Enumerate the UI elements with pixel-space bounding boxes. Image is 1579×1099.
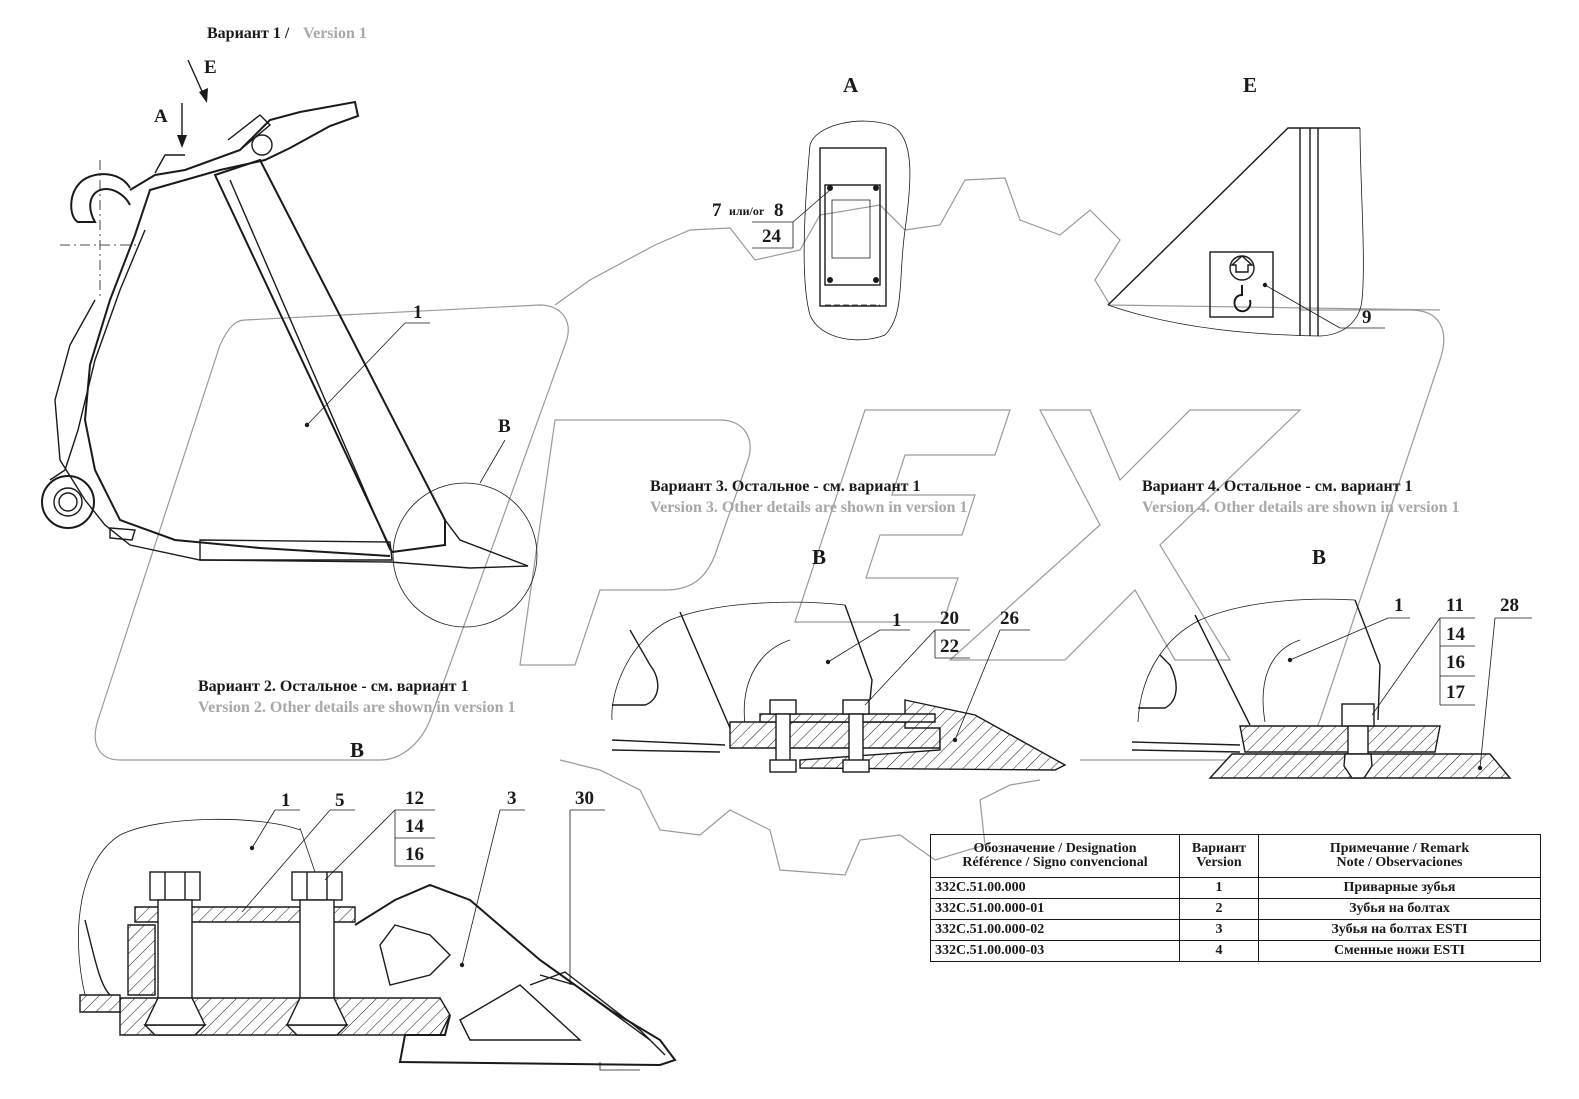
view-title-b-v2: В	[350, 738, 364, 762]
header-designation: Обозначение / Designation Référence / Si…	[930, 834, 1180, 878]
cell-designation: 332С.51.00.000-02	[930, 919, 1180, 941]
table-row: 332С.51.00.000-02 3 Зубья на болтах ESTI	[930, 919, 1541, 941]
circle-label-b: В	[498, 416, 511, 437]
cell-remark: Приварные зубья	[1258, 877, 1541, 899]
callout-numbers: 1 7 или/or 8 24 9 1 5 12 14 16 3 30 1 20…	[281, 200, 1519, 865]
version-4-detail	[1131, 598, 1532, 779]
caption-v1-en: Version 1	[303, 25, 367, 42]
table-header-row: Обозначение / Designation Référence / Si…	[930, 834, 1541, 878]
caption-v3-en: Version 3. Other details are shown in ve…	[650, 499, 968, 516]
table-row: 332С.51.00.000 1 Приварные зубья	[930, 877, 1541, 899]
cell-designation: 332С.51.00.000-03	[930, 940, 1180, 962]
callout-v2-3: 3	[507, 788, 517, 809]
callout-v4-1: 1	[1394, 595, 1404, 616]
cell-version: 4	[1179, 940, 1259, 962]
callout-v4-28: 28	[1500, 595, 1519, 616]
caption-v2-ru: Вариант 2. Остальное - см. вариант 1	[198, 678, 469, 695]
detail-b-circle	[392, 482, 538, 628]
callout-ve-9: 9	[1362, 307, 1372, 328]
cell-version: 2	[1179, 898, 1259, 920]
cell-remark: Зубья на болтах	[1258, 898, 1541, 920]
cell-version: 3	[1179, 919, 1259, 941]
callout-v3-26: 26	[1000, 608, 1019, 629]
caption-v3-ru: Вариант 3. Остальное - см. вариант 1	[650, 478, 921, 495]
callout-v2-30: 30	[575, 788, 594, 809]
version-1-bucket-view	[41, 59, 538, 628]
captions: Вариант 1 / Version 1 Вариант 2. Остальн…	[198, 25, 1460, 716]
view-title-e: Е	[1243, 73, 1257, 97]
view-title-b-v4: В	[1312, 545, 1326, 569]
callout-v2-5: 5	[335, 790, 345, 811]
caption-v4-ru: Вариант 4. Остальное - см. вариант 1	[1142, 478, 1413, 495]
table-row: 332С.51.00.000-03 4 Сменные ножи ESTI	[930, 940, 1541, 962]
callout-va-or: или/or	[729, 204, 765, 218]
header-remark: Примечание / Remark Note / Observaciones	[1258, 834, 1541, 878]
cell-remark: Зубья на болтах ESTI	[1258, 919, 1541, 941]
designation-table: Обозначение / Designation Référence / Si…	[930, 834, 1541, 962]
arrow-label-a: А	[154, 106, 168, 127]
cell-version: 1	[1179, 877, 1259, 899]
cell-remark: Сменные ножи ESTI	[1258, 940, 1541, 962]
callout-v4-17: 17	[1446, 682, 1466, 703]
header-version: Вариант Version	[1179, 834, 1259, 878]
cell-designation: 332С.51.00.000-01	[930, 898, 1180, 920]
table-row: 332С.51.00.000-01 2 Зубья на болтах	[930, 898, 1541, 920]
callout-va-24: 24	[762, 226, 782, 247]
version-2-detail	[77, 809, 677, 1071]
bolt-right	[285, 871, 349, 1036]
callout-v3-1: 1	[892, 610, 902, 631]
callout-v4-16: 16	[1446, 652, 1465, 673]
callout-v2-12: 12	[405, 788, 424, 809]
callout-v3-22: 22	[940, 636, 959, 657]
view-title-b-v3: В	[812, 545, 826, 569]
callout-va-8: 8	[774, 200, 784, 221]
cell-designation: 332С.51.00.000	[930, 877, 1180, 899]
watermark-logo	[94, 177, 1445, 876]
callout-v2-14: 14	[405, 816, 425, 837]
callout-v2-16: 16	[405, 844, 424, 865]
view-e	[1107, 127, 1385, 337]
version-3-detail	[611, 601, 1067, 773]
caption-v4-en: Version 4. Other details are shown in ve…	[1142, 499, 1460, 516]
view-letters: А Е В А Е В В В	[154, 57, 1326, 762]
callout-v4-14: 14	[1446, 624, 1466, 645]
caption-v2-en: Version 2. Other details are shown in ve…	[198, 699, 516, 716]
callout-v4-11: 11	[1446, 595, 1464, 616]
arrow-label-e: Е	[204, 57, 217, 78]
caption-v1-ru: Вариант 1 /	[207, 25, 290, 42]
callout-va-7: 7	[712, 200, 722, 221]
view-a	[752, 120, 911, 341]
callout-v1-1: 1	[413, 302, 423, 323]
bolt-left	[143, 871, 207, 1036]
callout-v3-20: 20	[940, 608, 959, 629]
view-title-a: А	[843, 73, 859, 97]
callout-v2-1: 1	[281, 790, 291, 811]
